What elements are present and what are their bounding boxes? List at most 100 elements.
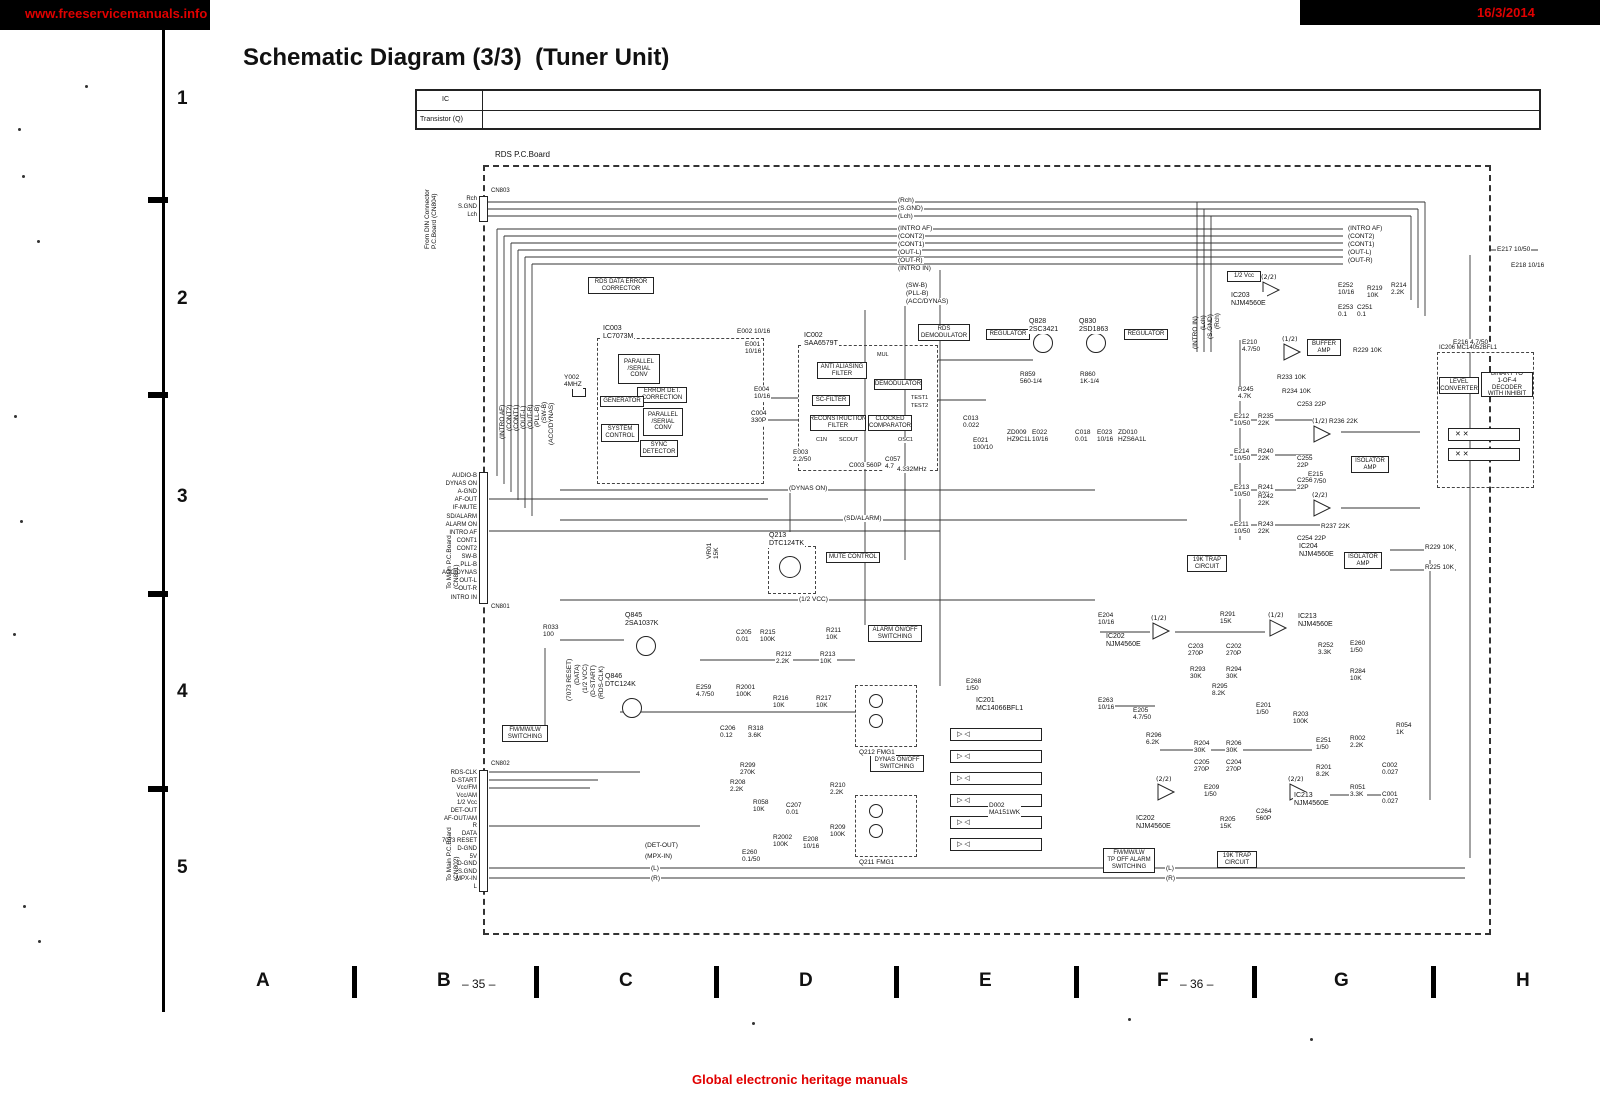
connector-pin-label: S.GND (457, 868, 477, 875)
schematic-label: E021 100/10 (972, 437, 994, 452)
grid-col-label: A (256, 970, 270, 991)
connector-pin-label: 1/2 Vcc (456, 800, 477, 807)
schematic-block: FM/MW/LW TP OFF ALARM SWITCHING (1103, 848, 1155, 873)
schematic-label: R225 10K (1424, 564, 1455, 572)
schematic-label: (7073 RESET) (566, 658, 573, 701)
schematic-label: (MPX-IN) (644, 853, 674, 861)
schematic-label: R235 22K (1257, 413, 1275, 428)
connector-pin-label: OUT-R (458, 586, 477, 593)
schematic-label: R204 30K (1193, 740, 1211, 755)
analog-switch: ▷ ◁ (950, 816, 1042, 829)
schematic-block: 19K TRAP CIRCUIT (1187, 555, 1227, 572)
schematic-label: C207 0.01 (785, 802, 803, 817)
schematic-label: R212 2.2K (775, 651, 793, 666)
page-number: – 35 – (462, 977, 496, 991)
schematic-label: MUL (876, 352, 890, 359)
schematic-label: R002 2.2K (1349, 735, 1367, 750)
scan-speck (1128, 1018, 1131, 1021)
connector-pin-label: DATA (461, 830, 477, 837)
watermark-url: www.freeservicemanuals.info (25, 6, 208, 21)
schematic-label: R293 30K (1189, 666, 1207, 681)
connector-pin-label: S.GND (457, 204, 477, 210)
schematic-label: (INTRO AF) (897, 225, 934, 233)
schematic-label: IC002 SAA6579T (803, 332, 839, 348)
schematic-label: R294 30K (1225, 666, 1243, 681)
schematic-label: R210 2.2K (829, 782, 847, 797)
schematic-label: IC213 NJM4560E (1297, 613, 1334, 629)
connector-cn802 (479, 770, 488, 892)
grid-col-tick (1431, 966, 1436, 998)
scan-speck (13, 633, 16, 636)
schematic-label: (1/2 VCC) (798, 596, 829, 604)
schematic-label: IC003 LC7073M (602, 325, 635, 341)
schematic-label: E217 10/50 (1496, 246, 1532, 254)
schematic-label: CN802 (490, 761, 511, 768)
schematic-label: (Rch) (1214, 313, 1221, 329)
schematic-label: C002 0.027 (1381, 762, 1400, 777)
schematic-label: Q211 FMG1 (858, 859, 896, 867)
grid-col-label: H (1516, 970, 1530, 991)
schematic-label: E214 10/50 (1233, 448, 1252, 463)
scan-speck (37, 240, 40, 243)
table-row-divider (417, 110, 1539, 111)
scan-speck (38, 940, 41, 943)
schematic-block: ✕ ✕ (1448, 428, 1520, 441)
grid-row-label: 3 (177, 486, 188, 507)
connector-pin-label: SW-B (461, 554, 477, 560)
schematic-label: (CONT1) (897, 241, 926, 249)
connector-pin-label: CONT2 (456, 545, 477, 552)
schematic-label: (DYNAS ON) (788, 485, 829, 493)
table-row-label-ic: IC (442, 96, 449, 103)
schematic-label: ZD009 HZ9C1L (1006, 429, 1033, 444)
schematic-label: C206 0.12 (719, 725, 737, 740)
analog-switch: ▷ ◁ (950, 772, 1042, 785)
schematic-block: PARALLEL /SERIAL CONV (643, 408, 683, 436)
schematic-label: E252 10/16 (1337, 282, 1356, 297)
schematic-label: Q213 DTC124TK (768, 532, 806, 548)
schematic-label: R217 10K (815, 695, 833, 710)
ic002-outline (798, 345, 938, 471)
analog-switch: ▷ ◁ (950, 728, 1042, 741)
schematic-label: E023 10/16 (1096, 429, 1115, 444)
schematic-label: R291 15K (1219, 611, 1237, 626)
grid-col-label: E (979, 970, 992, 991)
schematic-label: R860 1K-1/4 (1079, 371, 1101, 386)
schematic-label: TEST1 (910, 395, 930, 402)
grid-col-tick (1252, 966, 1257, 998)
schematic-block: FM/MW/LW SWITCHING (502, 725, 548, 742)
schematic-block: SYNC DETECTOR (640, 440, 678, 457)
schematic-label: E253 0.1 (1337, 304, 1355, 319)
grid-row-tick (148, 392, 168, 398)
schematic-label: (L) (650, 865, 660, 873)
scan-speck (20, 520, 23, 523)
schematic-label: E003 2.2/50 (792, 449, 813, 464)
grid-ruler-left (162, 30, 165, 1012)
schematic-block: 19K TRAP CIRCUIT (1217, 851, 1257, 868)
connector-pin-label: ACC/DYNAS (441, 570, 477, 577)
schematic-label: (CONT1) (1347, 241, 1376, 249)
schematic-label: E216 4.7/50 (1452, 339, 1490, 347)
schematic-label: (SW-B) (905, 282, 929, 290)
schematic-label: R295 8.2K (1211, 683, 1229, 698)
schematic-label: R237 22K (1320, 523, 1351, 531)
schematic-label: C256 22P (1296, 477, 1314, 492)
schematic-label: R206 30K (1225, 740, 1243, 755)
schematic-label: E209 1/50 (1203, 784, 1221, 799)
grid-row-tick (148, 197, 168, 203)
schematic-label: R233 10K (1276, 374, 1307, 382)
schematic-label: (OUT-L) (897, 249, 923, 257)
rds-data-error-corrector-label: RDS DATA ERROR CORRECTOR (588, 277, 654, 294)
connector-pin-label: IF-MUTE (452, 505, 477, 512)
grid-col-tick (1074, 966, 1079, 998)
schematic-label: E002 10/16 (736, 328, 772, 336)
crystal-y002-symbol (572, 388, 586, 397)
schematic-label: (RDS-CLK) (598, 666, 605, 699)
schematic-label: IC202 NJM4560E (1135, 815, 1172, 831)
connector-pin-label: D-START (451, 777, 477, 784)
schematic-label: R243 22K (1257, 521, 1275, 536)
grid-col-tick (894, 966, 899, 998)
connector-pin-label: Lch (467, 212, 477, 218)
schematic-label: Q212 FMG1 (858, 749, 896, 757)
schematic-label: (R) (650, 875, 662, 883)
connector-pin-label: Vcc/FM (456, 785, 477, 792)
